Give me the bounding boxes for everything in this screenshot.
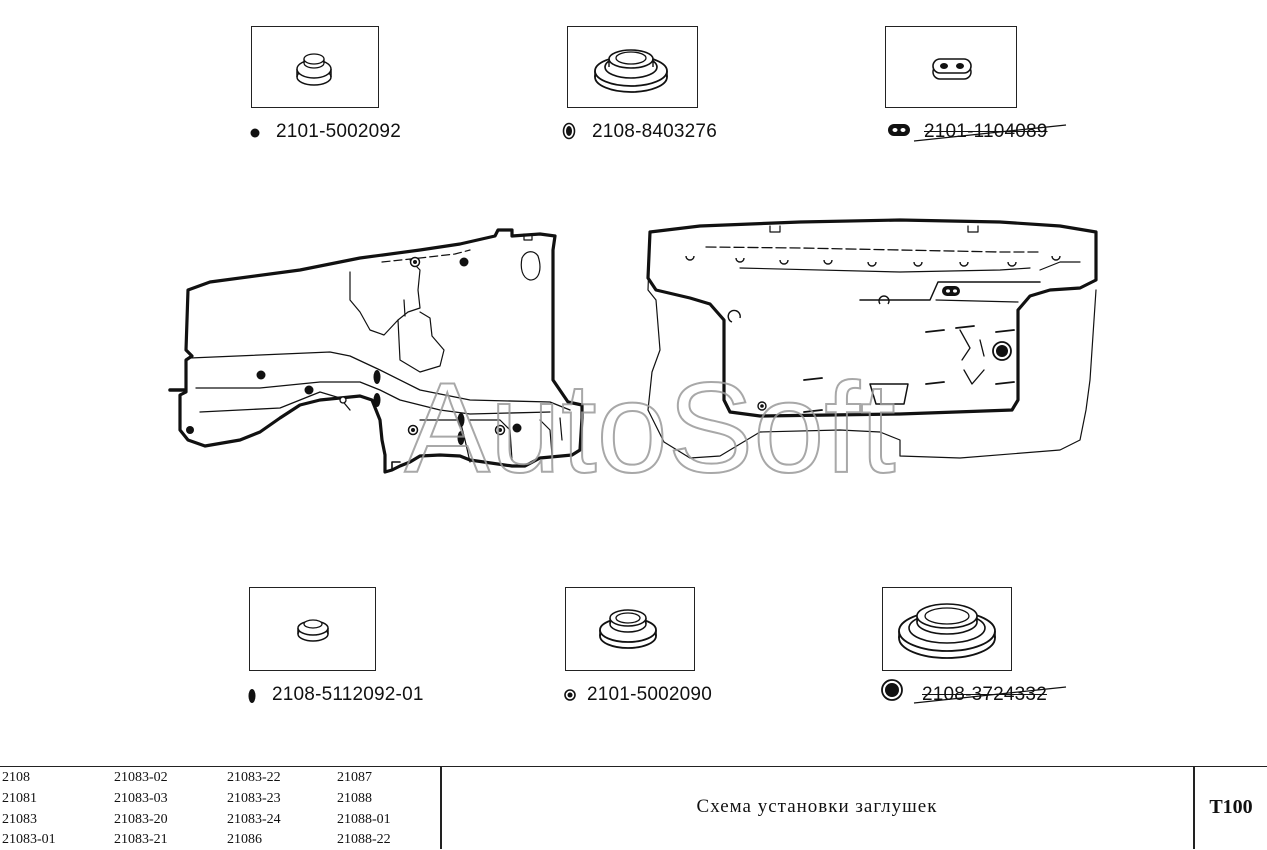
right-floor-plug-markers	[685, 255, 1061, 411]
oval-ring-icon	[562, 122, 576, 140]
model-cell: 21088-01	[337, 812, 391, 827]
model-cell: 21083-02	[114, 770, 168, 785]
strike-line	[913, 124, 1067, 142]
model-cell: 21088	[337, 791, 372, 806]
part-image-medium-grommet	[565, 587, 695, 671]
model-cell: 21083-01	[2, 832, 56, 847]
part-code-label: 2108-5112092-01	[272, 684, 424, 705]
sheet-code: T100	[1209, 796, 1253, 818]
watermark-text: AutoSoft	[405, 360, 896, 490]
model-cell: 21088-22	[337, 832, 391, 847]
part-code-label-struck: 2108-3724332	[922, 684, 1047, 705]
large-grommet-icon	[594, 49, 668, 93]
medium-grommet-icon	[599, 609, 657, 649]
model-cell: 2108	[2, 770, 30, 785]
part-image-extra-large-grommet	[882, 587, 1012, 671]
model-cell: 21087	[337, 770, 372, 785]
title-block-divider	[440, 766, 442, 849]
model-cell: 21083-23	[227, 791, 281, 806]
part-code-label: 2108-8403276	[592, 121, 717, 142]
small-plug-icon	[297, 619, 329, 642]
filled-oval-icon	[248, 689, 256, 703]
body-panel-diagram	[168, 218, 1098, 474]
model-cell: 21083-03	[114, 791, 168, 806]
model-cell: 21083-22	[227, 770, 281, 785]
part-image-small-plug	[251, 26, 379, 108]
part-image-large-grommet	[567, 26, 698, 108]
left-panel-plug-markers	[186, 256, 522, 445]
model-cell: 21083-21	[114, 832, 168, 847]
model-cell: 21083-20	[114, 812, 168, 827]
double-hole-icon	[888, 124, 910, 136]
part-image-small-plug	[249, 587, 376, 671]
extra-large-grommet-icon	[898, 603, 996, 659]
part-image-double-hole-plug	[885, 26, 1017, 108]
large-ring-dot-icon	[881, 679, 903, 701]
model-cell: 21081	[2, 791, 37, 806]
part-code-label: 2101-5002090	[587, 684, 712, 705]
autosoft-watermark: AutoSoft	[404, 360, 897, 490]
ring-dot-icon	[564, 689, 576, 701]
title-block-divider	[1193, 766, 1195, 849]
model-cell: 21083	[2, 812, 37, 827]
right-trunk-floor-drawing	[646, 218, 1098, 459]
strike-line	[913, 686, 1067, 704]
model-cell: 21083-24	[227, 812, 281, 827]
model-cell: 21086	[227, 832, 262, 847]
title-block	[0, 766, 1267, 850]
filled-dot-icon	[250, 128, 260, 138]
left-side-panel-drawing	[168, 228, 584, 474]
small-plug-icon	[296, 53, 332, 86]
double-hole-plug-icon	[932, 58, 972, 80]
part-code-label: 2101-5002092	[276, 121, 401, 142]
diagram-title: Схема установки заглушек	[696, 796, 938, 817]
